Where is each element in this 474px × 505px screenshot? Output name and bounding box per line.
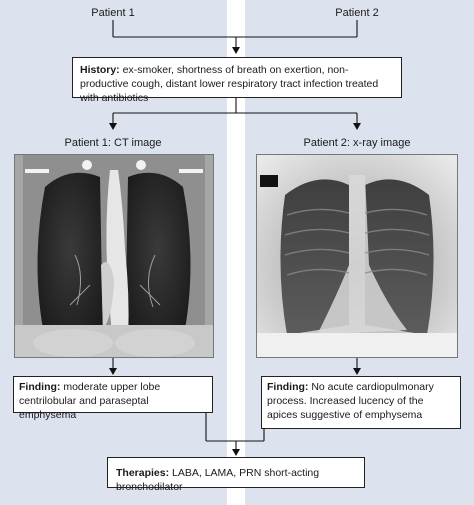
history-box: History: ex-smoker, shortness of breath … <box>72 57 402 104</box>
therapies-text: LABA, LAMA, PRN short-acting bronchodila… <box>116 467 320 493</box>
patient-2-label: Patient 2 <box>335 7 379 19</box>
xray-image-caption: Patient 2: x-ray image <box>303 137 411 149</box>
therapies-label: Therapies: <box>116 467 170 479</box>
xray-chest-image <box>256 154 458 358</box>
finding-1-box: Finding: moderate upper lobe centrilobul… <box>13 376 213 421</box>
history-text: ex-smoker, shortness of breath on exerti… <box>80 64 379 104</box>
history-label: History: <box>80 64 120 76</box>
patient-1-label: Patient 1 <box>91 7 135 19</box>
finding-2-label: Finding: <box>267 381 309 393</box>
finding-1-text: moderate upper lobe centrilobular and pa… <box>19 381 161 421</box>
finding-2-box: Finding: No acute cardiopulmonary proces… <box>261 376 461 429</box>
finding-1-label: Finding: <box>19 381 61 393</box>
finding-2-text: No acute cardiopulmonary process. Increa… <box>267 381 434 421</box>
ct-image-caption: Patient 1: CT image <box>64 137 162 149</box>
ct-chest-image <box>14 154 214 358</box>
therapies-box: Therapies: LABA, LAMA, PRN short-acting … <box>107 457 365 493</box>
